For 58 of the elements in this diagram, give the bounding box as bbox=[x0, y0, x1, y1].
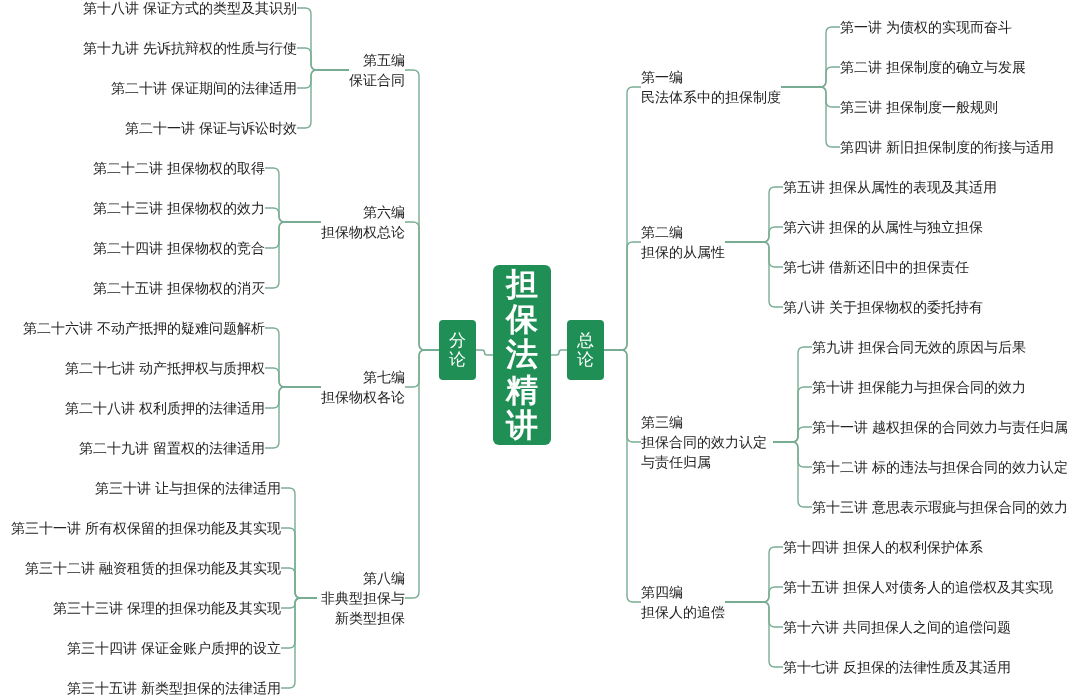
part-title: 保证合同 bbox=[349, 71, 405, 90]
lecture-label: 第七讲 借新还旧中的担保责任 bbox=[783, 259, 970, 275]
lecture-label: 第二十三讲 担保物权的效力 bbox=[92, 200, 265, 216]
connector-line bbox=[475, 349, 494, 356]
lecture-label: 第二十讲 保证期间的法律适用 bbox=[110, 80, 297, 96]
central-topic-box: 担保法精讲 bbox=[493, 265, 551, 445]
part-number: 第四编 bbox=[641, 583, 684, 602]
lecture-label: 第十六讲 共同担保人之间的追偿问题 bbox=[783, 619, 1012, 635]
lecture-label: 第六讲 担保的从属性与独立担保 bbox=[783, 219, 984, 235]
lecture-label: 第二十九讲 留置权的法律适用 bbox=[78, 440, 265, 456]
lecture-label: 第十八讲 保证方式的类型及其识别 bbox=[82, 0, 297, 16]
part-number: 第一编 bbox=[641, 68, 684, 87]
lecture-label: 第二讲 担保制度的确立与发展 bbox=[840, 59, 1027, 75]
lecture-label: 第二十八讲 权利质押的法律适用 bbox=[64, 400, 265, 416]
lecture-label: 第三讲 担保制度一般规则 bbox=[840, 99, 999, 115]
part-number: 第六编 bbox=[362, 203, 405, 222]
lecture-label: 第二十二讲 担保物权的取得 bbox=[92, 160, 265, 176]
lecture-label: 第三十二讲 融资租赁的担保功能及其实现 bbox=[24, 560, 281, 576]
lecture-label: 第三十四讲 保证金账户质押的设立 bbox=[66, 640, 281, 656]
branch-box: 分论 bbox=[439, 320, 476, 380]
lecture-label: 第十五讲 担保人对债务人的追偿权及其实现 bbox=[783, 579, 1054, 595]
part-title: 非典型担保与新类型担保 bbox=[320, 589, 405, 628]
lecture-label: 第一讲 为债权的实现而奋斗 bbox=[840, 19, 1013, 35]
lecture-label: 第十二讲 标的违法与担保合同的效力认定 bbox=[812, 459, 1069, 475]
lecture-label: 第十九讲 先诉抗辩权的性质与行使 bbox=[82, 40, 297, 56]
part-number: 第二编 bbox=[641, 223, 684, 242]
lecture-label: 第三十三讲 保理的担保功能及其实现 bbox=[52, 600, 281, 616]
part-number: 第七编 bbox=[362, 368, 405, 387]
lecture-label: 第二十四讲 担保物权的竞合 bbox=[92, 240, 265, 256]
lecture-label: 第十讲 担保能力与担保合同的效力 bbox=[812, 379, 1027, 395]
lecture-label: 第三十一讲 所有权保留的担保功能及其实现 bbox=[10, 520, 281, 536]
lecture-label: 第五讲 担保从属性的表现及其适用 bbox=[783, 179, 998, 195]
lecture-label: 第二十七讲 动产抵押权与质押权 bbox=[64, 360, 265, 376]
connector-line bbox=[603, 349, 642, 603]
part-title: 民法体系中的担保制度 bbox=[641, 88, 781, 107]
part-number: 第八编 bbox=[362, 569, 405, 588]
lecture-label: 第十七讲 反担保的法律性质及其适用 bbox=[783, 659, 1012, 675]
lecture-label: 第四讲 新旧担保制度的衔接与适用 bbox=[840, 139, 1055, 155]
lecture-label: 第十一讲 越权担保的合同效力与责任归属 bbox=[812, 419, 1069, 435]
lecture-label: 第二十六讲 不动产抵押的疑难问题解析 bbox=[22, 320, 265, 336]
part-title: 担保的从属性 bbox=[641, 243, 725, 262]
lecture-label: 第三十五讲 新类型担保的法律适用 bbox=[66, 680, 281, 696]
part-number: 第三编 bbox=[641, 413, 684, 432]
connector-line bbox=[404, 349, 440, 599]
lecture-label: 第三十讲 让与担保的法律适用 bbox=[94, 480, 281, 496]
lecture-label: 第十四讲 担保人的权利保护体系 bbox=[783, 539, 984, 555]
lecture-label: 第九讲 担保合同无效的原因与后果 bbox=[812, 339, 1027, 355]
part-number: 第五编 bbox=[362, 51, 405, 70]
lecture-label: 第二十一讲 保证与诉讼时效 bbox=[124, 120, 297, 136]
part-title: 担保物权总论 bbox=[321, 223, 405, 242]
part-title: 担保物权各论 bbox=[321, 388, 405, 407]
connector-line bbox=[550, 349, 568, 356]
lecture-label: 第十三讲 意思表示瑕疵与担保合同的效力 bbox=[812, 499, 1069, 515]
part-title: 担保合同的效力认定与责任归属 bbox=[641, 433, 768, 472]
lecture-label: 第八讲 关于担保物权的委托持有 bbox=[783, 299, 984, 315]
branch-box: 总论 bbox=[567, 320, 604, 380]
lecture-label: 第二十五讲 担保物权的消灭 bbox=[92, 280, 265, 296]
part-title: 担保人的追偿 bbox=[641, 603, 725, 622]
